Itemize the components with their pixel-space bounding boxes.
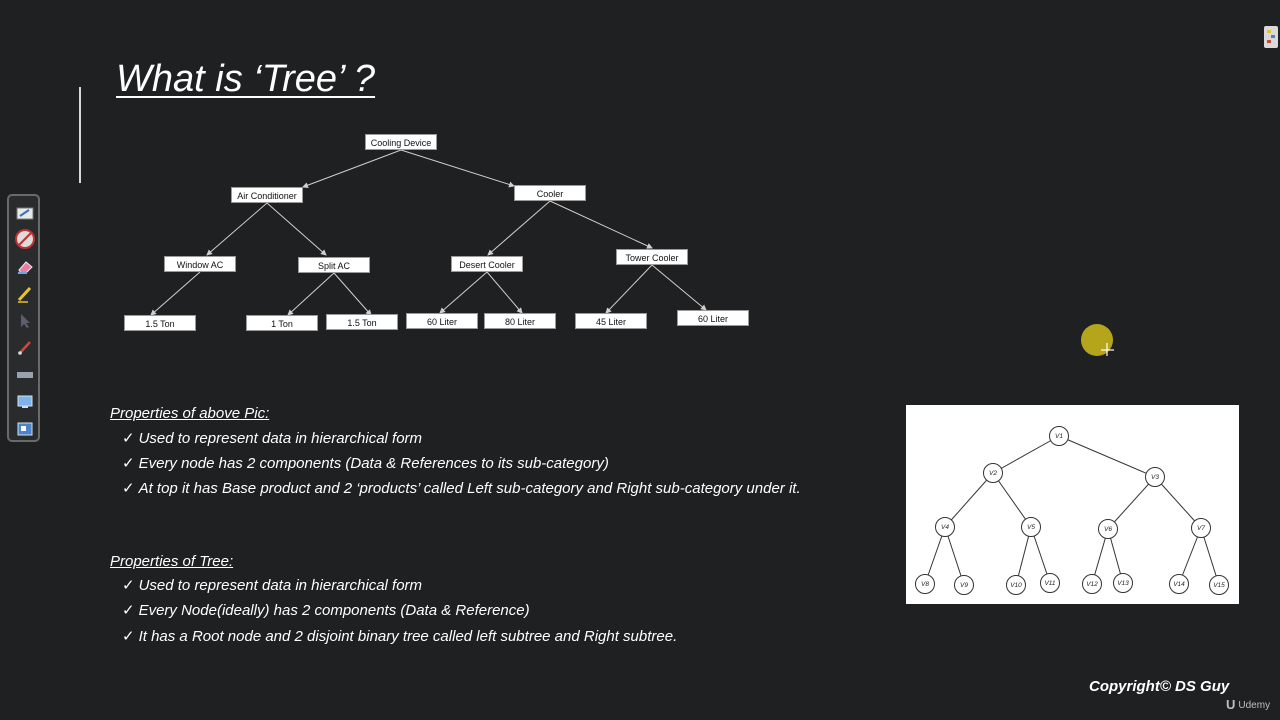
pen-icon[interactable] [14, 202, 35, 223]
list-item: ✓Every Node(ideally) has 2 components (D… [122, 602, 530, 619]
tree-node-split-ac: Split AC [298, 257, 370, 273]
screen-icon[interactable] [14, 391, 35, 412]
tree-node-cooler: Cooler [514, 185, 586, 201]
app-menu-icon[interactable] [1263, 25, 1279, 49]
binary-tree-node: V15 [1209, 575, 1229, 595]
no-draw-icon[interactable] [14, 228, 35, 249]
list-item: ✓Every node has 2 components (Data & Ref… [122, 455, 609, 472]
capture-icon[interactable] [14, 418, 35, 439]
tree-node-leaf: 60 Liter [406, 313, 478, 329]
annotation-toolbar [7, 194, 40, 442]
cursor-icon[interactable] [14, 310, 35, 331]
highlighter-icon[interactable] [14, 283, 35, 304]
tree-node-tower-cooler: Tower Cooler [616, 249, 688, 265]
binary-tree-node: V9 [954, 575, 974, 595]
udemy-logo-icon: U [1226, 697, 1236, 712]
binary-tree-node: V10 [1006, 575, 1026, 595]
binary-tree-edges [924, 435, 1220, 586]
list-item: ✓Used to represent data in hierarchical … [122, 577, 423, 594]
section-heading-pic: Properties of above Pic: [110, 405, 270, 422]
binary-tree-node: V2 [983, 463, 1003, 483]
section-heading-tree: Properties of Tree: [110, 553, 234, 570]
binary-tree-node: V6 [1098, 519, 1118, 539]
brush-icon[interactable] [14, 336, 35, 357]
binary-tree-node: V14 [1169, 574, 1189, 594]
tree-node-root: Cooling Device [365, 134, 437, 150]
binary-tree-node: V3 [1145, 467, 1165, 487]
binary-tree-node: V1 [1049, 426, 1069, 446]
tree-node-leaf: 1.5 Ton [326, 314, 398, 330]
eraser-icon[interactable] [14, 256, 35, 277]
tree-node-leaf: 1 Ton [246, 315, 318, 331]
tree-node-leaf: 1.5 Ton [124, 315, 196, 331]
tree-node-window-ac: Window AC [164, 256, 236, 272]
tree-node-leaf: 60 Liter [677, 310, 749, 326]
tree-node-leaf: 80 Liter [484, 313, 556, 329]
binary-tree-node: V13 [1113, 573, 1133, 593]
laser-pointer-cursor [1081, 324, 1115, 356]
list-item: ✓It has a Root node and 2 disjoint binar… [122, 628, 678, 645]
binary-tree-node: V5 [1021, 517, 1041, 537]
binary-tree-node: V7 [1191, 518, 1211, 538]
tree-node-leaf: 45 Liter [575, 313, 647, 329]
binary-tree-node: V8 [915, 574, 935, 594]
binary-tree-figure: V1 V2 V3 V4 V5 V6 V7 V8 V9 V10 V11 V12 V… [906, 405, 1239, 604]
copyright-text: Copyright© DS Guy [1089, 678, 1230, 695]
list-item: ✓Used to represent data in hierarchical … [122, 430, 423, 447]
binary-tree-node: V12 [1082, 574, 1102, 594]
binary-tree-node: V4 [935, 517, 955, 537]
vertical-divider [79, 87, 81, 183]
list-item: ✓At top it has Base product and 2 ‘produ… [122, 480, 801, 497]
tree-node-desert-cooler: Desert Cooler [451, 256, 523, 272]
ruler-icon[interactable] [14, 364, 35, 385]
tree-node-air-conditioner: Air Conditioner [231, 187, 303, 203]
slide-title: What is ‘Tree’ ? [116, 58, 376, 100]
binary-tree-node: V11 [1040, 573, 1060, 593]
